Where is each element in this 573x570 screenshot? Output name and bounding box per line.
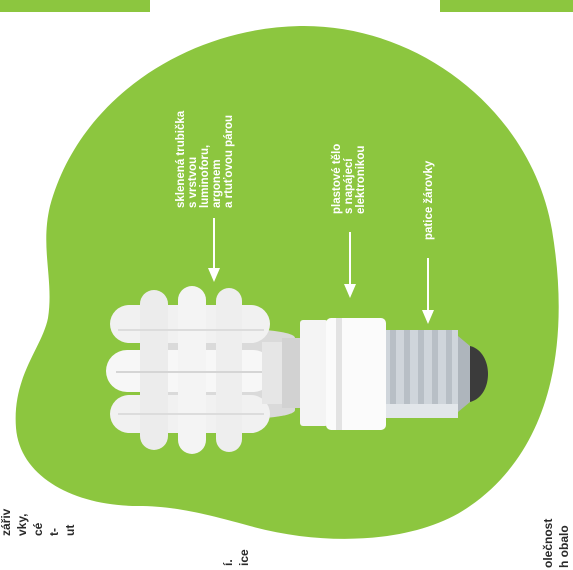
green-blob — [15, 25, 559, 539]
bulb-plastic-body — [262, 318, 386, 430]
label-tube-line-2: s vrstvou — [187, 157, 199, 208]
bulb-contact-tip — [470, 346, 488, 402]
label-base-line-1: patice žárovky — [423, 160, 435, 240]
top-bar-left — [0, 0, 150, 12]
page-text-left-upper-2: vky, — [15, 514, 29, 536]
page-text-left-upper-4: t- — [47, 528, 61, 536]
arrow-tube — [208, 218, 220, 282]
label-body: plastové tělo s napájecí elektronikou — [331, 144, 367, 214]
page-text-left-lower: í. ice — [221, 549, 251, 566]
page-text-right-bottom: olečnost h obalo — [541, 519, 571, 568]
bulb-spiral-tube — [106, 286, 295, 454]
page-text-left-upper-1: zářiv — [0, 508, 13, 536]
bulb-screw-base — [386, 330, 470, 418]
page-text-left-upper: zářiv vky, cé t- ut — [0, 508, 77, 536]
page-text-right-bottom-1: olečnost — [541, 519, 555, 568]
label-tube: sklenená trubička s vrstvou luminoforu, … — [175, 110, 235, 208]
arrow-body — [344, 232, 356, 298]
label-body-line-3: elektronikou — [355, 146, 367, 214]
label-tube-line-3: luminoforu, — [199, 145, 211, 208]
page-text-right-bottom-2: h obalo — [557, 525, 571, 568]
page-text-left-lower-2: ice — [237, 549, 251, 566]
arrow-base — [422, 258, 434, 324]
page-text-left-upper-3: cé — [31, 522, 45, 536]
label-body-line-2: s napájecí — [343, 158, 355, 214]
top-bar-right — [440, 0, 573, 12]
label-tube-line-5: a rtuťovou párou — [223, 115, 235, 208]
label-tube-line-1: sklenená trubička — [175, 110, 187, 208]
label-base: patice žárovky — [423, 160, 435, 240]
label-tube-line-4: argonem — [211, 159, 223, 208]
page-text-left-upper-5: ut — [63, 525, 77, 536]
page-text-left-lower-1: í. — [221, 559, 235, 566]
label-body-line-1: plastové tělo — [331, 144, 343, 214]
